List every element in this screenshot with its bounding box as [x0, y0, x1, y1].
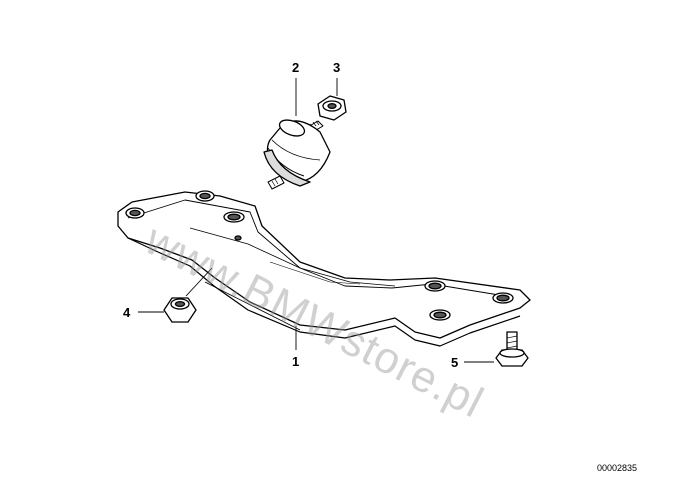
leader-line-4b — [185, 267, 213, 297]
callout-5: 5 — [451, 355, 459, 370]
diagram-id: 00002835 — [597, 463, 638, 473]
bolt-part-5 — [495, 331, 529, 367]
callout-3: 3 — [333, 60, 341, 75]
nut-part-3 — [317, 95, 347, 121]
nut-part-4 — [163, 297, 197, 323]
callout-2: 2 — [292, 60, 300, 75]
callout-4: 4 — [123, 305, 131, 320]
crossmember-part — [117, 190, 531, 347]
rubber-mount-part — [263, 119, 331, 190]
callout-1: 1 — [292, 354, 300, 369]
